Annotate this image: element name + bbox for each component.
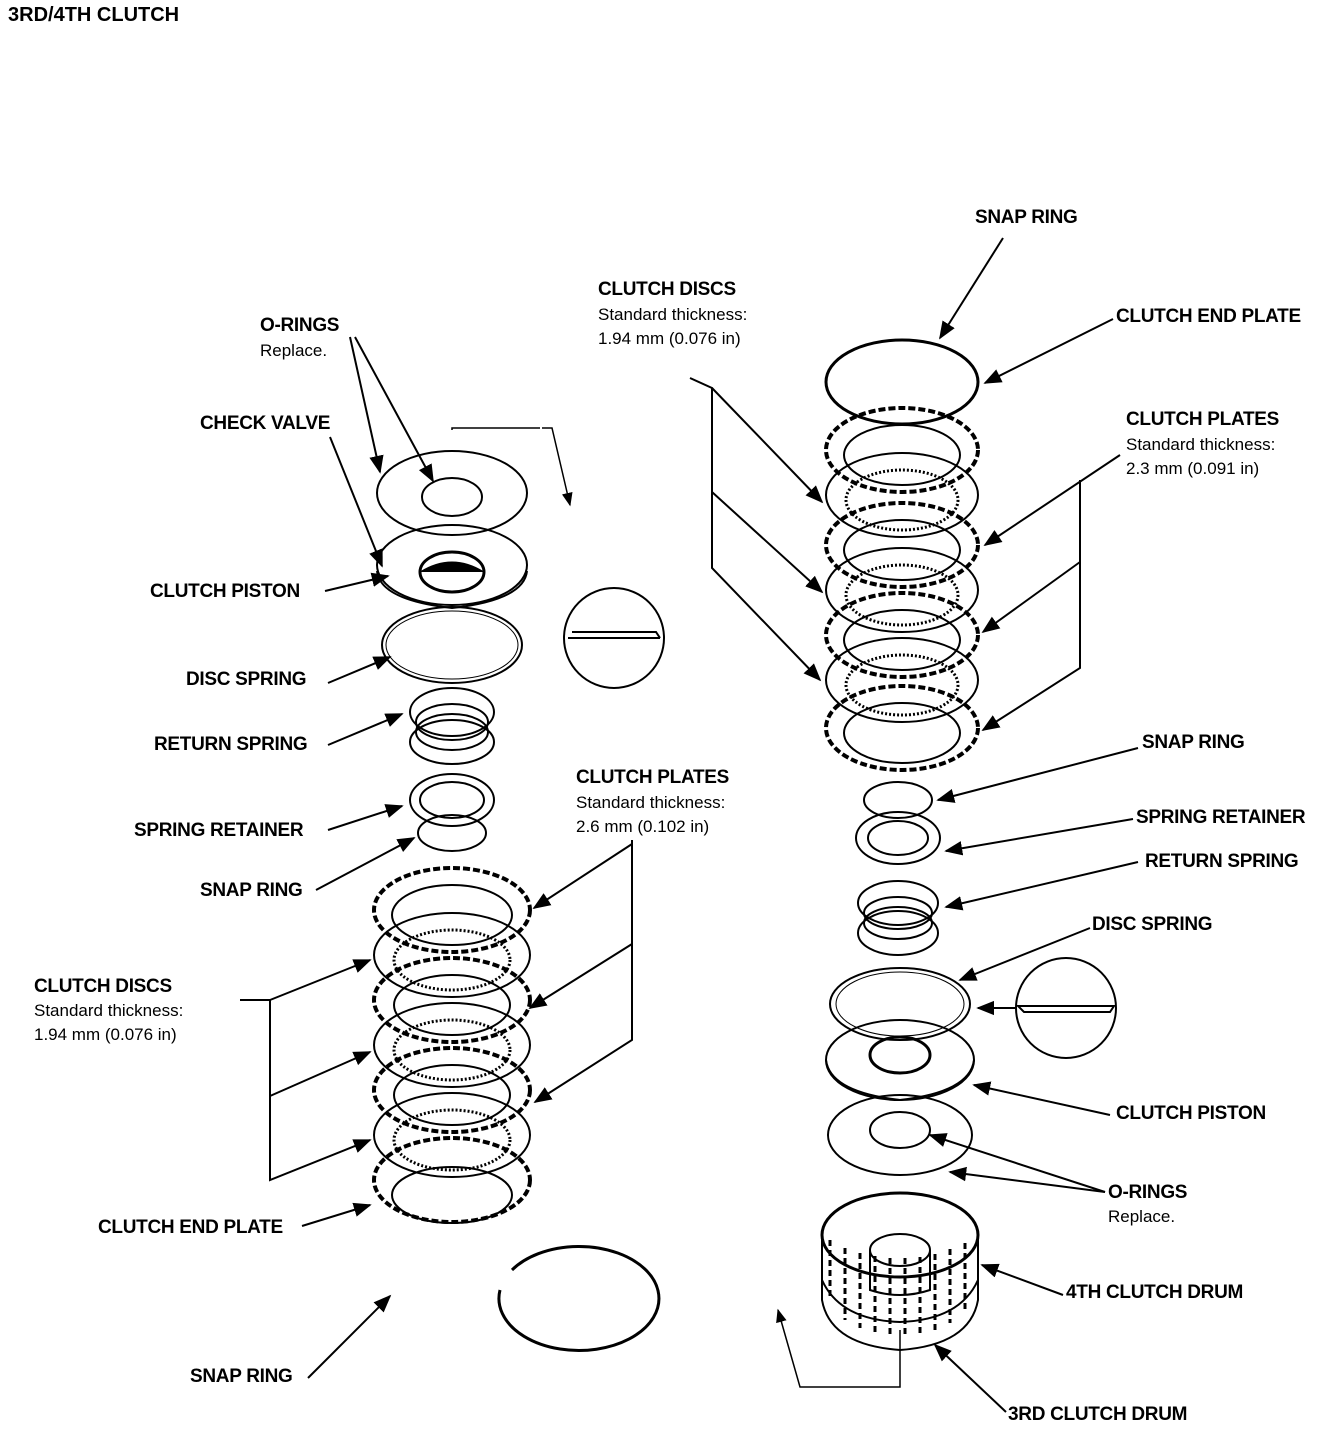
- left-clutch-piston-part: [376, 524, 528, 610]
- left-clutch-pack: [372, 866, 532, 1224]
- left-disc-spring-part: [381, 606, 523, 684]
- right-clutch-plates-spec-2: 2.3 mm (0.091 in): [1126, 459, 1260, 478]
- right-top-snap-ring-part: [824, 338, 980, 426]
- left-disc-spring-label: DISC SPRING: [186, 669, 307, 690]
- right-disc-spring-part: [829, 967, 971, 1041]
- right-clutch-end-plate-label: CLUTCH END PLATE: [1116, 306, 1301, 327]
- right-clutch-piston-part: [825, 1019, 975, 1102]
- right-spring-retainer-part: [855, 811, 941, 865]
- left-clutch-plates-spec-2: 2.6 mm (0.102 in): [576, 817, 710, 836]
- right-snap-ring-part: [863, 781, 933, 819]
- right-clutch-pack: [824, 406, 980, 772]
- right-clutch-discs-spec-2: 1.94 mm (0.076 in): [598, 329, 741, 348]
- left-bottom-snap-ring-part: [497, 1245, 661, 1352]
- right-disc-spring-label: DISC SPRING: [1092, 914, 1213, 935]
- right-clutch-drums-part: [820, 1191, 980, 1352]
- left-clutch-discs-label: CLUTCH DISCS: [34, 976, 172, 997]
- right-spring-retainer-label: SPRING RETAINER: [1136, 807, 1306, 828]
- right-clutch-piston-label: CLUTCH PISTON: [1116, 1103, 1266, 1124]
- left-assembly: [372, 427, 665, 1352]
- right-top-snap-ring-label: SNAP RING: [975, 207, 1078, 228]
- left-return-spring-part: [409, 687, 495, 765]
- left-disc-spring-detail-circle: [563, 587, 665, 689]
- left-clutch-discs-spec-2: 1.94 mm (0.076 in): [34, 1025, 177, 1044]
- left-check-valve-label: CHECK VALVE: [200, 413, 331, 434]
- right-assembly: [776, 338, 1117, 1388]
- right-o-rings-note: Replace.: [1108, 1207, 1176, 1226]
- left-clutch-plates-spec-1: Standard thickness:: [576, 793, 726, 812]
- right-o-rings-label: O-RINGS: [1108, 1182, 1188, 1203]
- left-bottom-snap-ring-label: SNAP RING: [190, 1366, 293, 1387]
- right-clutch-plates-label: CLUTCH PLATES: [1126, 409, 1280, 430]
- left-o-rings-label: O-RINGS: [260, 315, 340, 336]
- left-o-rings-part: [376, 450, 528, 536]
- right-disc-spring-detail-circle: [1015, 957, 1117, 1059]
- left-o-rings-note: Replace.: [260, 341, 328, 360]
- left-snap-ring-part: [417, 814, 487, 852]
- left-clutch-piston-label: CLUTCH PISTON: [150, 581, 300, 602]
- right-leader-lines: [689, 237, 1139, 1413]
- right-clutch-discs-label: CLUTCH DISCS: [598, 279, 736, 300]
- left-return-spring-label: RETURN SPRING: [154, 734, 308, 755]
- right-clutch-discs-spec-1: Standard thickness:: [598, 305, 748, 324]
- right-3rd-clutch-drum-label: 3RD CLUTCH DRUM: [1008, 1404, 1188, 1425]
- left-clutch-discs-spec-1: Standard thickness:: [34, 1001, 184, 1020]
- left-spring-retainer-label: SPRING RETAINER: [134, 820, 304, 841]
- right-clutch-plates-spec-1: Standard thickness:: [1126, 435, 1276, 454]
- left-clutch-plates-label: CLUTCH PLATES: [576, 767, 730, 788]
- right-4th-clutch-drum-label: 4TH CLUTCH DRUM: [1066, 1282, 1244, 1303]
- left-spring-retainer-part: [409, 773, 495, 827]
- left-leader-lines: [240, 336, 633, 1379]
- right-snap-ring-label: SNAP RING: [1142, 732, 1245, 753]
- left-clutch-end-plate-label: CLUTCH END PLATE: [98, 1217, 283, 1238]
- page-title: 3RD/4TH CLUTCH: [8, 4, 180, 26]
- right-o-rings-part: [827, 1094, 973, 1176]
- right-return-spring-part: [857, 880, 939, 956]
- right-return-spring-label: RETURN SPRING: [1145, 851, 1299, 872]
- left-snap-ring-label: SNAP RING: [200, 880, 303, 901]
